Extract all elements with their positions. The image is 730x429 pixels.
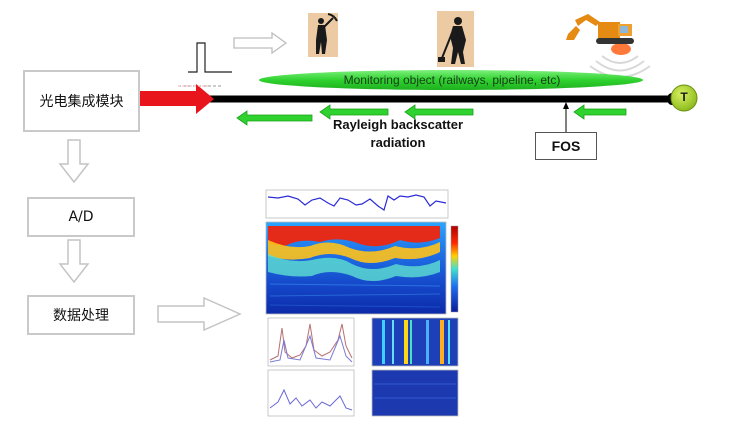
fos-pointer-arrow	[563, 102, 569, 132]
rayleigh-backscatter-label: Rayleigh backscatter radiation	[318, 116, 478, 152]
spectrum-plot-top-left	[267, 317, 355, 367]
hollow-arrow-top	[233, 31, 288, 55]
ad-converter-box: A/D	[27, 197, 135, 237]
photoelectric-module-label: 光电集成模块	[39, 94, 124, 110]
photoelectric-module-box: 光电集成模块	[23, 70, 140, 132]
spectrogram-plot-top-right	[371, 317, 459, 367]
data-processing-box: 数据处理	[27, 295, 135, 335]
fos-box: FOS	[535, 132, 597, 160]
laser-arrow-red	[138, 84, 214, 114]
fos-label: FOS	[551, 138, 581, 154]
hollow-arrow-right	[157, 296, 242, 332]
data-processing-label: 数据处理	[53, 308, 109, 324]
worker-with-pickaxe-icon	[308, 13, 338, 57]
ad-converter-label: A/D	[68, 209, 94, 225]
rayleigh-line-1: Rayleigh backscatter	[332, 117, 464, 132]
terminal-label: T	[680, 90, 688, 104]
spectrogram-plot-bottom-right	[371, 369, 459, 417]
terminal-circle	[670, 84, 698, 112]
spectrum-plot-bottom-left	[267, 369, 355, 417]
hollow-arrow-down-2	[58, 239, 90, 284]
results-plot-panel	[265, 189, 459, 417]
heatmap-plot	[265, 221, 459, 315]
hollow-arrow-down-1	[58, 139, 90, 184]
worker-with-shovel-icon	[437, 11, 474, 67]
backscatter-arrow-left	[236, 110, 313, 126]
rayleigh-line-2: radiation	[370, 135, 426, 150]
excavator-icon	[566, 14, 651, 78]
backscatter-arrow-far-right	[573, 104, 627, 120]
backscatter-arrow-right	[404, 104, 474, 120]
backscatter-arrow-middle	[319, 104, 389, 120]
monitoring-object-ellipse	[259, 70, 643, 90]
waveform-plot	[265, 189, 449, 219]
monitoring-object-label: Monitoring object (railways, pipeline, e…	[343, 73, 561, 87]
laser-pulse-icon	[178, 42, 232, 87]
